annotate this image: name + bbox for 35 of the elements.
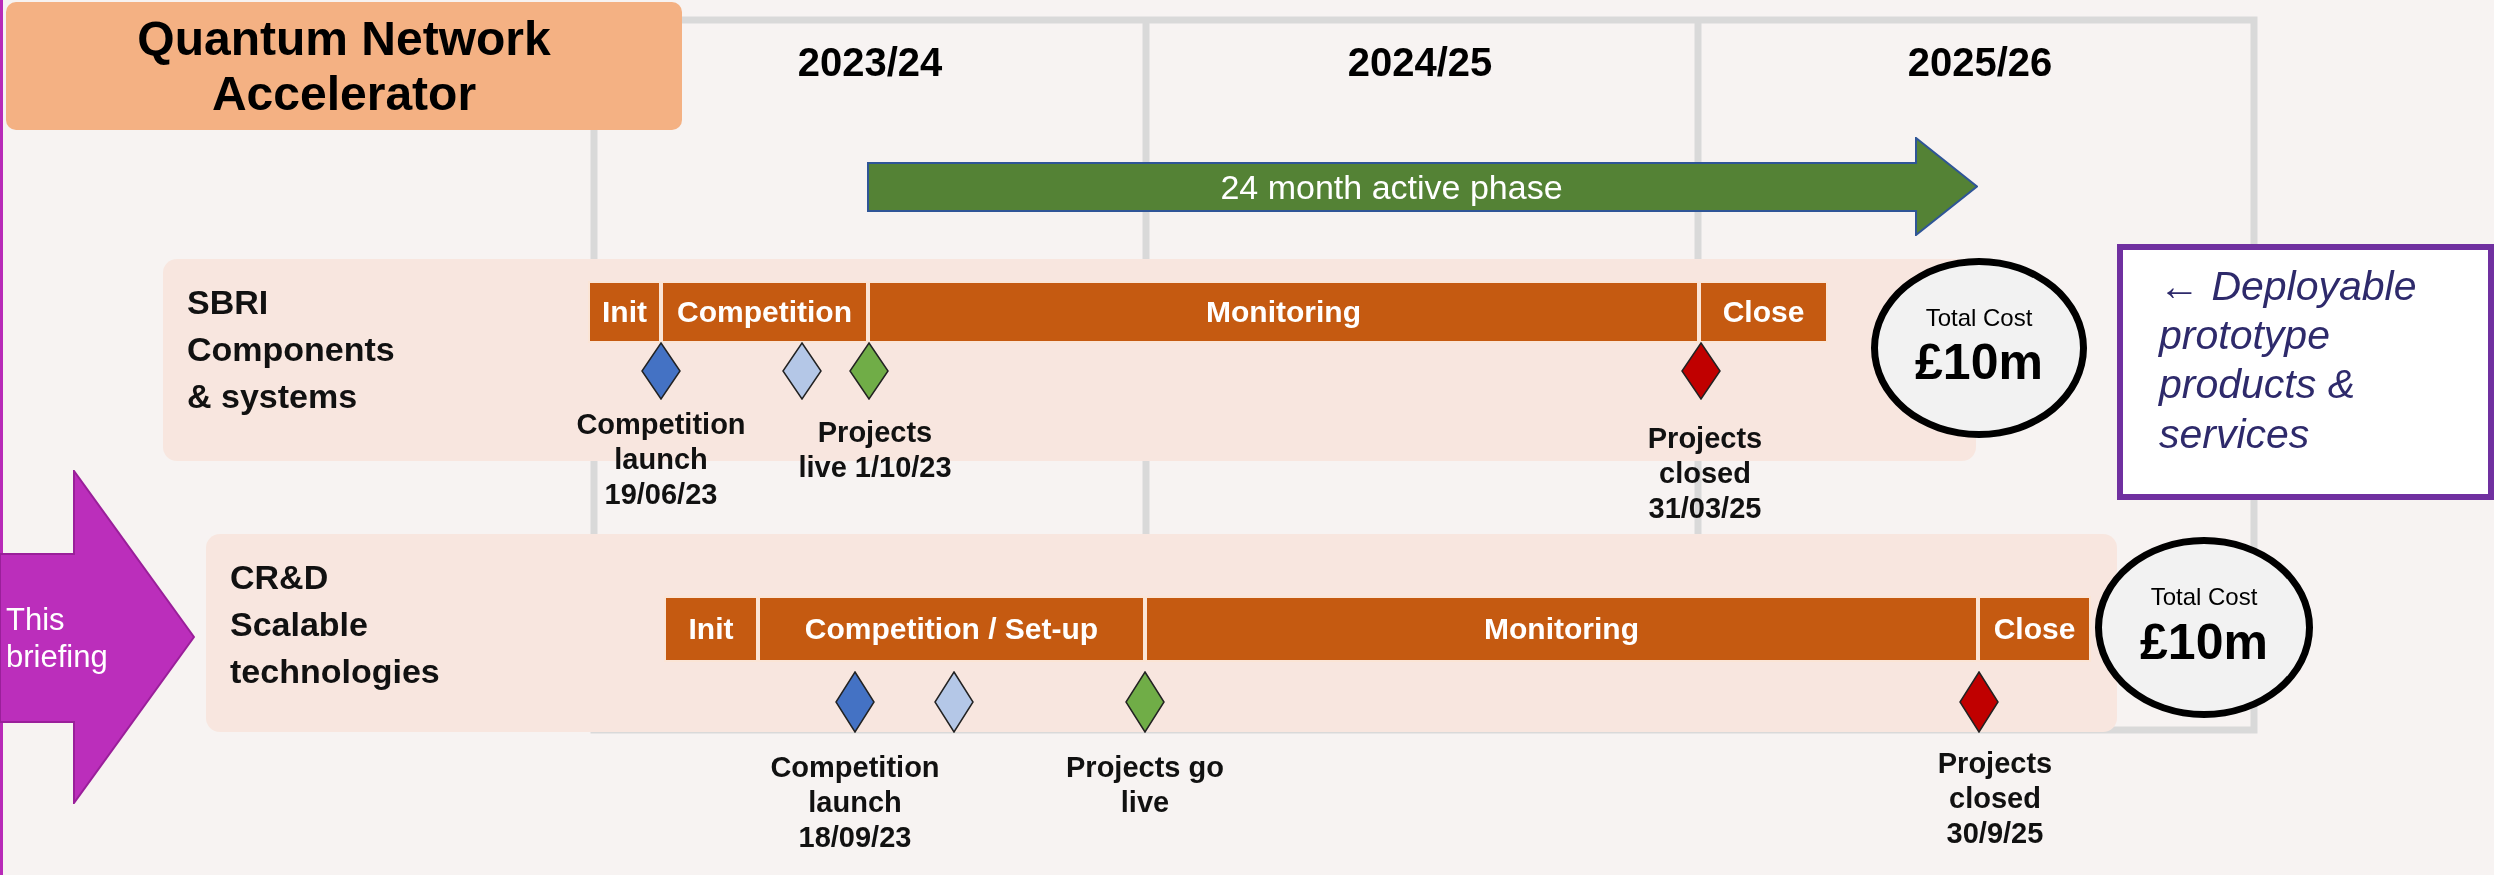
milestone-label: Competition launch 18/09/23 [769, 750, 941, 855]
milestone-label: Projects go live [1065, 750, 1225, 820]
milestone-diamond [1681, 342, 1721, 400]
cost-caption: Total Cost [1925, 303, 2033, 333]
milestone-diamond [782, 342, 822, 400]
row-label: CR&D Scalable technologies [230, 557, 441, 692]
cost-caption: Total Cost [2150, 583, 2258, 612]
phase-bar: Close [1978, 596, 2091, 662]
milestone-diamond [1125, 671, 1165, 733]
milestone-diamond [849, 342, 889, 400]
cost-value: £10m [1915, 333, 2043, 393]
milestone-diamond [835, 671, 875, 733]
milestone-label: Projects closed 30/9/25 [1936, 746, 2054, 851]
year-heading: 2025/26 [1907, 40, 2053, 85]
year-heading: 2024/25 [1347, 40, 1493, 85]
milestone-diamond [934, 671, 974, 733]
milestone-diamond [641, 342, 681, 400]
milestone-label: Competition launch 19/06/23 [575, 407, 747, 512]
briefing-arrow: This briefing [0, 470, 195, 804]
phase-bar: Competition [661, 281, 868, 343]
phase-bar: Monitoring [1145, 596, 1978, 662]
note-box: ← Deployable prototype products & services [2117, 244, 2494, 500]
cost-value: £10m [2140, 612, 2268, 672]
phase-bar: Monitoring [868, 281, 1699, 343]
milestone-diamond [1959, 671, 1999, 733]
phase-arrow: 24 month active phase [867, 137, 1978, 236]
year-heading: 2023/24 [797, 40, 943, 85]
phase-bar: Competition / Set-up [758, 596, 1145, 662]
title-box: Quantum Network Accelerator [6, 2, 682, 130]
row-label: SBRI Components & systems [187, 282, 396, 417]
milestone-label: Projects closed 31/03/25 [1646, 421, 1764, 526]
milestone-label: Projects live 1/10/23 [797, 415, 953, 485]
phase-bar: Init [588, 281, 661, 343]
phase-bar: Init [664, 596, 758, 662]
phase-bar: Close [1699, 281, 1828, 343]
